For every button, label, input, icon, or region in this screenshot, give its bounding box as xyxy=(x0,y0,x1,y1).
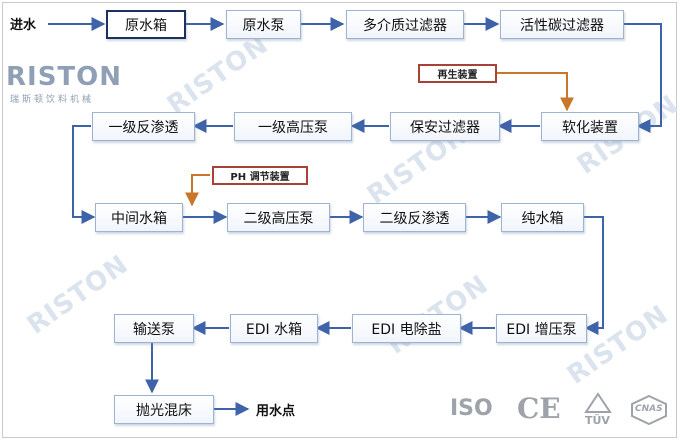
node-ro-stage-2: 二级反渗透 xyxy=(363,203,466,232)
side-arrow-regen xyxy=(497,72,574,112)
node-hp-pump-2: 二级高压泵 xyxy=(227,203,330,232)
arrow xyxy=(72,125,96,224)
node-pure-water-tank: 纯水箱 xyxy=(501,203,584,232)
node-delivery-pump: 输送泵 xyxy=(114,314,194,343)
node-middle-tank: 中间水箱 xyxy=(95,203,183,232)
inlet-label: 进水 xyxy=(10,18,37,33)
arrow xyxy=(623,23,662,133)
cnas-badge-icon xyxy=(631,394,667,426)
logo-tagline: 瑞斯顿饮料机械 xyxy=(10,95,95,105)
outlet-label: 用水点 xyxy=(256,404,296,419)
arrow xyxy=(583,216,604,335)
node-softener: 软化装置 xyxy=(541,112,639,141)
node-polishing-mixed-bed: 抛光混床 xyxy=(114,395,214,424)
node-edi-water-tank: EDI 水箱 xyxy=(230,314,318,343)
node-ph-adjust-unit: PH 调节装置 xyxy=(212,166,308,185)
cnas-mark: CNAS xyxy=(628,394,670,426)
node-security-filter: 保安过滤器 xyxy=(390,112,500,141)
tuv-mark: TÜV xyxy=(584,392,612,432)
node-multimedia-filter: 多介质过滤器 xyxy=(346,10,464,39)
node-ro-stage-1: 一级反渗透 xyxy=(92,112,195,141)
ce-mark: CE xyxy=(517,392,561,425)
node-edi-module: EDI 电除盐 xyxy=(352,314,461,343)
node-raw-water-tank: 原水箱 xyxy=(106,10,186,39)
node-hp-pump-1: 一级高压泵 xyxy=(234,112,352,141)
node-edi-booster-pump: EDI 增压泵 xyxy=(496,314,587,343)
node-regeneration-unit: 再生装置 xyxy=(418,64,497,83)
tuv-triangle-icon xyxy=(584,392,612,413)
node-raw-water-pump: 原水泵 xyxy=(226,10,301,39)
node-carbon-filter: 活性碳过滤器 xyxy=(500,10,624,39)
side-arrow-ph xyxy=(185,174,210,207)
iso-mark: ISO xyxy=(450,396,493,421)
logo-text: RISTON xyxy=(6,62,123,92)
